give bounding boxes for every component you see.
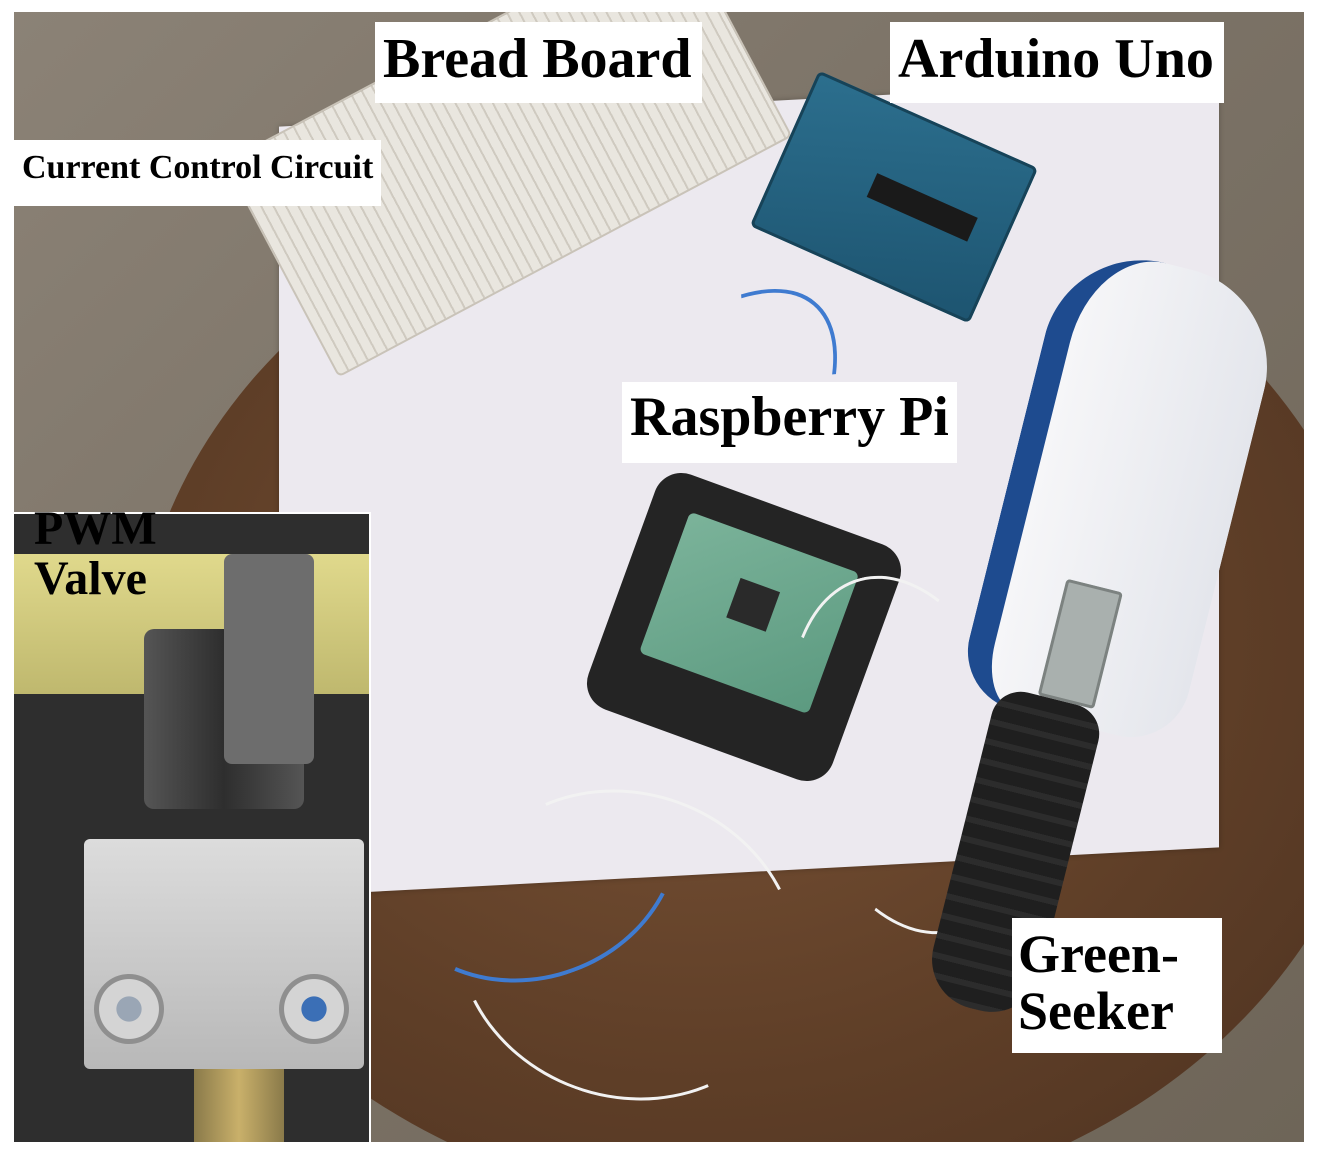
label-arduino-uno: Arduino Uno — [890, 22, 1224, 103]
label-bread-board: Bread Board — [375, 22, 702, 103]
label-pwm-line1: PWM — [34, 502, 157, 555]
valve-brass-fitting — [194, 1069, 284, 1142]
valve-connector — [224, 554, 314, 764]
valve-bolt-left — [94, 974, 164, 1044]
label-greenseeker: Green- Seeker — [1012, 918, 1222, 1054]
label-current-control-circuit: Current Control Circuit — [14, 140, 382, 206]
pwm-valve-inset-photo — [14, 512, 371, 1142]
arduino-chip — [866, 173, 978, 242]
raspberry-pi-soc — [726, 577, 781, 632]
label-greenseeker-line2: Seeker — [1018, 980, 1174, 1041]
label-raspberry-pi: Raspberry Pi — [622, 382, 957, 463]
label-greenseeker-line1: Green- — [1018, 924, 1179, 984]
valve-bolt-right — [279, 974, 349, 1044]
label-pwm-valve: PWM Valve — [14, 500, 163, 619]
label-pwm-line2: Valve — [34, 552, 147, 606]
hardware-photo — [14, 12, 1304, 1142]
